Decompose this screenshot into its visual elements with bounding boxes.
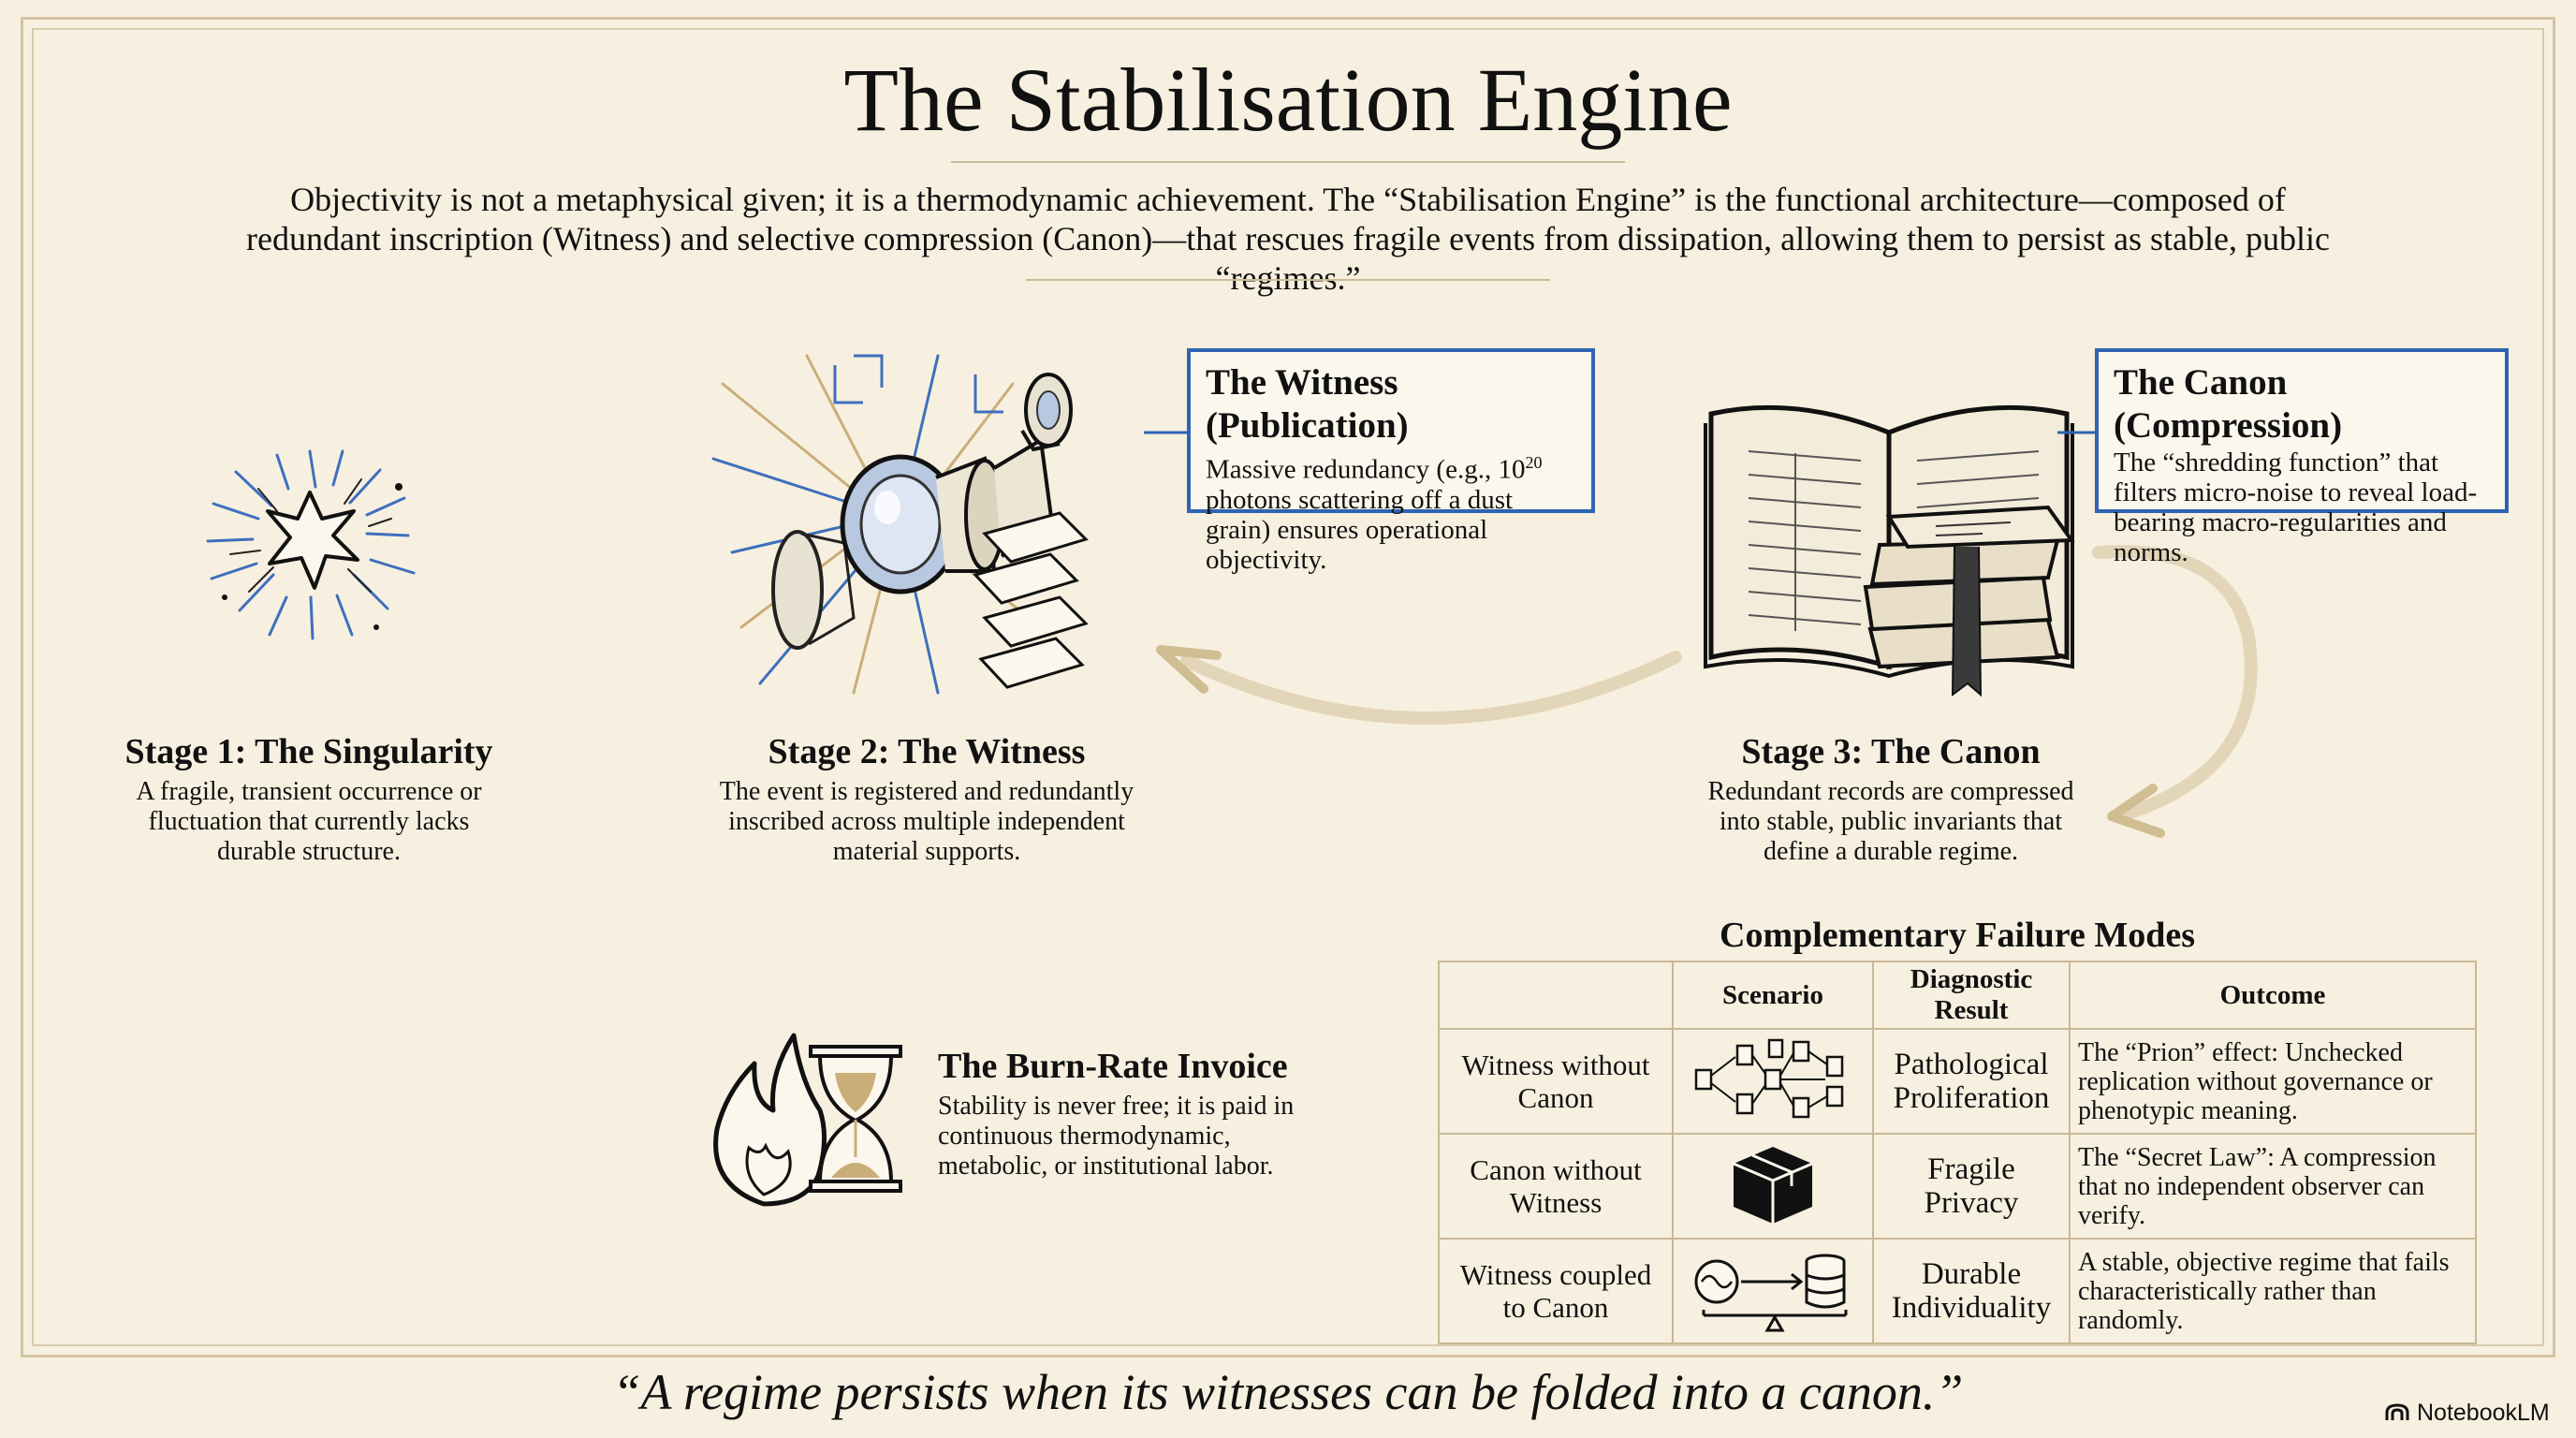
scenario-cell	[1672, 1028, 1874, 1135]
canon-callout-body: The “shredding function” that filters mi…	[2114, 448, 2478, 567]
stage-2-body: The event is registered and redundantly …	[719, 777, 1134, 866]
brand-label: NotebookLM	[2417, 1400, 2550, 1426]
witness-callout-title: The Witness (Publication)	[1206, 362, 1409, 446]
intro-paragraph: Objectivity is not a metaphysical given;…	[245, 181, 2330, 297]
diagnostic-cell: Durable Individuality	[1872, 1238, 2071, 1344]
flame-hourglass-icon	[713, 1033, 902, 1207]
stage-2-title: Stage 2: The Witness	[768, 732, 1086, 771]
burn-rate-title: The Burn-Rate Invoice	[938, 1047, 1288, 1086]
header-scenario: Scenario	[1672, 961, 1874, 1030]
closing-quote: “A regime persists when its witnesses ca…	[612, 1364, 1964, 1420]
burn-rate-body: Stability is never free; it is paid in c…	[938, 1092, 1295, 1181]
balance-scale-icon	[1694, 1254, 1848, 1331]
intro-divider	[1026, 279, 1550, 281]
failure-modes-header-row: Scenario Diagnostic Result Outcome	[1438, 961, 2477, 1030]
compression-loop-arrow	[2092, 545, 2258, 821]
outcome-cell: A stable, objective regime that fails ch…	[2069, 1238, 2477, 1344]
table-row: Witness without Canon Pathological Proli…	[1438, 1028, 2477, 1135]
witness-callout: The Witness (Publication) Massive redund…	[1187, 348, 1595, 575]
header-diagnostic: Diagnostic Result	[1872, 961, 2071, 1030]
singularity-burst-icon	[206, 449, 416, 640]
canon-callout-title: The Canon (Compression)	[2114, 362, 2343, 446]
outer-frame	[21, 17, 2555, 1357]
stage-1-caption: Stage 1: The Singularity A fragile, tran…	[122, 730, 496, 867]
stage-1-title: Stage 1: The Singularity	[124, 732, 493, 771]
stage-2-caption: Stage 2: The Witness The event is regist…	[711, 730, 1142, 867]
failure-modes-title: Complementary Failure Modes	[1720, 916, 2195, 955]
stage-3-body: Redundant records are compressed into st…	[1707, 777, 2074, 866]
stage-1-body: A fragile, transient occurrence or fluct…	[136, 777, 482, 866]
canon-callout: The Canon (Compression) The “shredding f…	[2095, 348, 2509, 567]
notebooklm-brand: NotebookLM	[2385, 1399, 2550, 1427]
row-label: Witness coupled to Canon	[1438, 1238, 1674, 1344]
stage-3-caption: Stage 3: The Canon Redundant records are…	[1685, 730, 2097, 867]
header-outcome: Outcome	[2069, 961, 2477, 1030]
witness-callout-body: Massive redundancy (e.g., 1020 photons s…	[1206, 453, 1543, 575]
canon-to-witness-arrow	[1180, 651, 1682, 725]
header-empty	[1438, 961, 1674, 1030]
table-row: Canon without Witness Fragile Privacy Th…	[1438, 1133, 2477, 1240]
table-row: Witness coupled to Canon Durable Individ…	[1438, 1238, 2477, 1344]
scenario-cell	[1672, 1133, 1874, 1240]
outcome-cell: The “Prion” effect: Unchecked replicatio…	[2069, 1028, 2477, 1135]
canon-books-icon	[1704, 404, 2075, 697]
scenario-cell	[1672, 1238, 1874, 1344]
diagnostic-cell: Pathological Proliferation	[1872, 1028, 2071, 1135]
sealed-box-icon	[1733, 1146, 1813, 1224]
row-label: Canon without Witness	[1438, 1133, 1674, 1240]
diagnostic-cell: Fragile Privacy	[1872, 1133, 2071, 1240]
proliferating-documents-icon	[1694, 1038, 1844, 1118]
row-label: Witness without Canon	[1438, 1028, 1674, 1135]
outcome-cell: The “Secret Law”: A compression that no …	[2069, 1133, 2477, 1240]
stage-3-title: Stage 3: The Canon	[1741, 732, 2041, 771]
title-divider	[951, 161, 1625, 163]
witness-lens-icon	[711, 354, 1089, 695]
inner-frame	[32, 28, 2544, 1346]
failure-modes-table: Scenario Diagnostic Result Outcome Witne…	[1438, 961, 2477, 1344]
notebooklm-logo-icon	[2385, 1403, 2409, 1420]
page-title: The Stabilisation Engine	[843, 50, 1733, 150]
